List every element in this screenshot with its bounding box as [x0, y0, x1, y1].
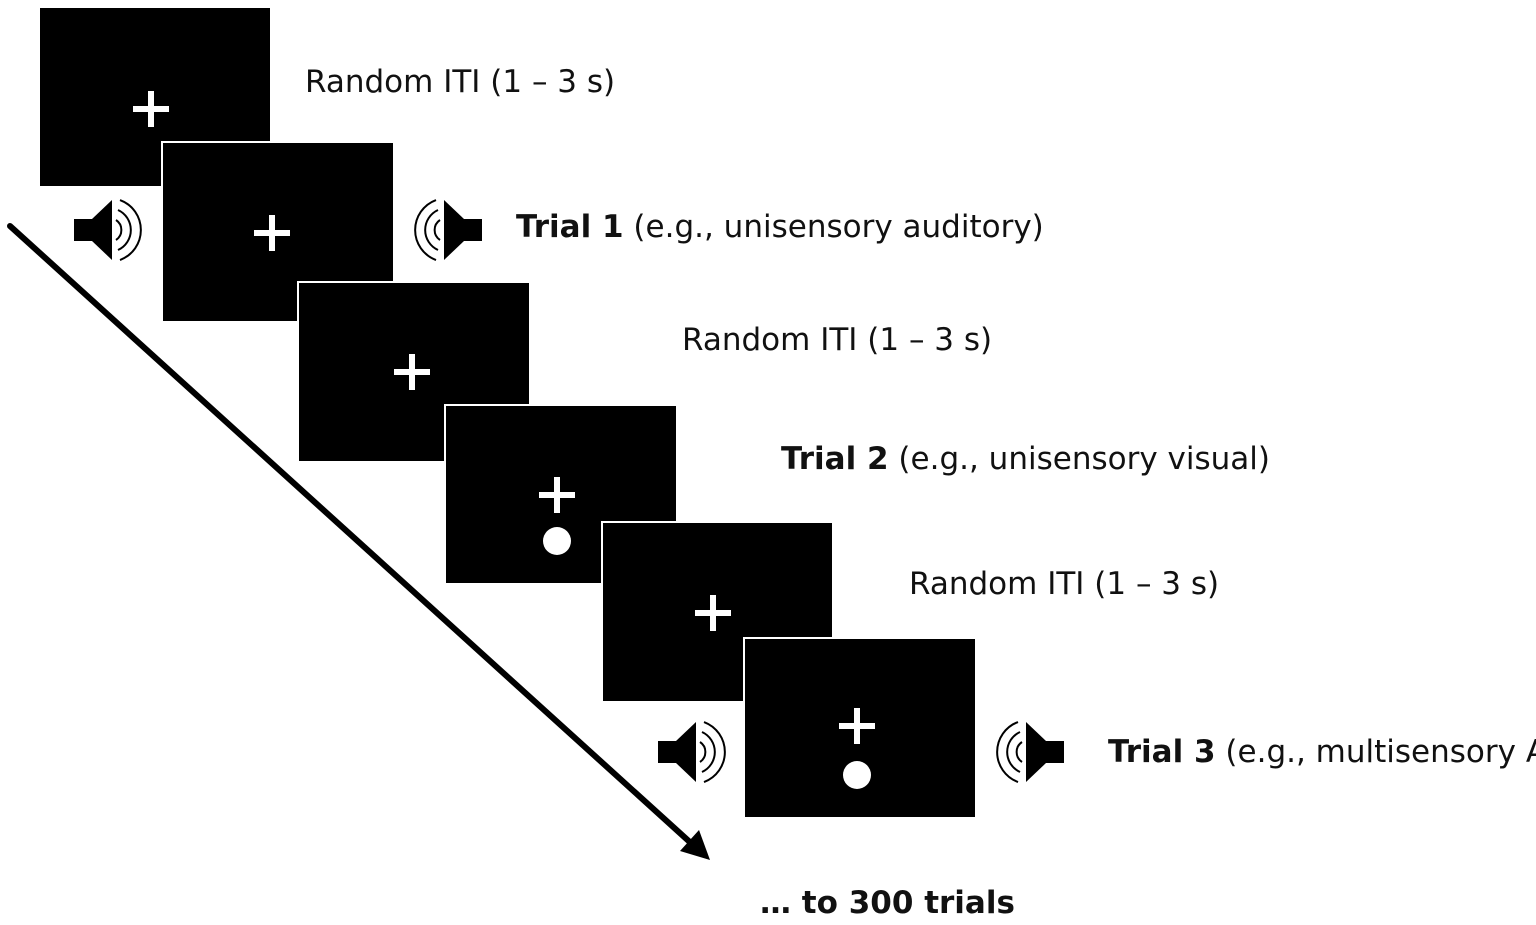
- trial-count-footer: … to 300 trials: [760, 885, 1015, 921]
- trial-label-1: Trial 1 (e.g., unisensory auditory): [516, 212, 1044, 243]
- visual-stimulus-dot: [543, 527, 571, 555]
- fixation-cross-icon: [254, 215, 290, 251]
- fixation-cross-icon: [695, 595, 731, 631]
- fixation-cross-icon: [394, 354, 430, 390]
- speaker-right-icon: [404, 190, 484, 270]
- fixation-cross-icon: [133, 91, 169, 127]
- trial-label-3: Trial 3 (e.g., multisensory AV): [1108, 737, 1536, 768]
- trial-screen-3: [743, 637, 977, 819]
- speaker-left-icon: [72, 190, 152, 270]
- fixation-cross-icon: [839, 708, 875, 744]
- speaker-left-icon: [656, 712, 736, 792]
- trial-title-2: Trial 2: [781, 441, 889, 477]
- fixation-cross-icon: [539, 477, 575, 513]
- trial-detail-3: (e.g., multisensory AV): [1225, 734, 1536, 770]
- iti-label-3: Random ITI (1 – 3 s): [909, 566, 1220, 602]
- iti-label-1: Random ITI (1 – 3 s): [305, 64, 616, 100]
- trial-label-2: Trial 2 (e.g., unisensory visual): [781, 444, 1270, 475]
- visual-stimulus-dot: [843, 761, 871, 789]
- speaker-right-icon: [986, 712, 1066, 792]
- trial-title-1: Trial 1: [516, 209, 624, 245]
- trial-title-3: Trial 3: [1108, 734, 1216, 770]
- trial-detail-1: (e.g., unisensory auditory): [633, 209, 1044, 245]
- trial-detail-2: (e.g., unisensory visual): [898, 441, 1270, 477]
- iti-label-2: Random ITI (1 – 3 s): [682, 322, 993, 358]
